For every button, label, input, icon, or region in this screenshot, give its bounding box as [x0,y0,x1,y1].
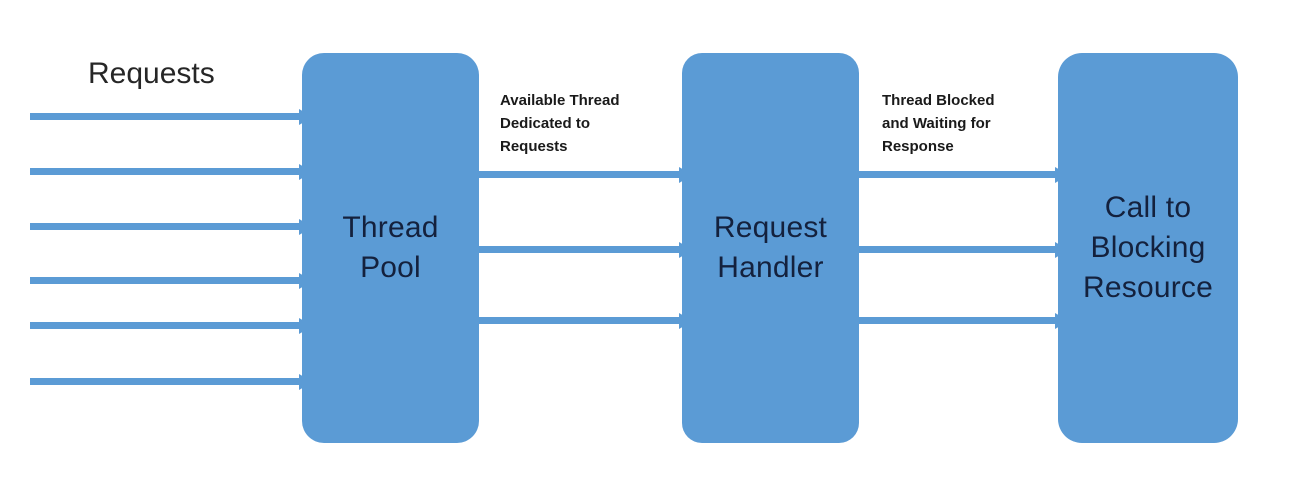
arrow-handler-to-resource-1 [859,171,1056,178]
arrow-handler-to-resource-2 [859,246,1056,253]
arrow-pool-to-handler-3 [479,317,680,324]
requests-title-label: Requests [88,57,215,90]
available-thread-flow-label: Available Thread Dedicated to Requests [500,92,620,155]
node-thread-pool[interactable]: Thread Pool [302,53,479,443]
arrow-incoming-requests-5 [30,322,300,329]
node-thread-pool-label: Thread Pool [342,211,439,284]
arrow-pool-to-handler-1 [479,171,680,178]
arrow-incoming-requests-1 [30,113,300,120]
arrow-incoming-requests-4 [30,277,300,284]
node-request-handler-label: Request Handler [713,211,828,284]
node-blocking-resource[interactable]: Call to Blocking Resource [1058,53,1238,443]
arrow-incoming-requests-6 [30,378,300,385]
arrow-incoming-requests-2 [30,168,300,175]
arrow-pool-to-handler-2 [479,246,680,253]
arrow-incoming-requests-3 [30,223,300,230]
thread-blocked-flow-label: Thread Blocked and Waiting for Response [882,92,995,155]
node-request-handler[interactable]: Request Handler [682,53,859,443]
node-blocking-resource-label: Call to Blocking Resource [1083,191,1213,304]
arrow-handler-to-resource-3 [859,317,1056,324]
